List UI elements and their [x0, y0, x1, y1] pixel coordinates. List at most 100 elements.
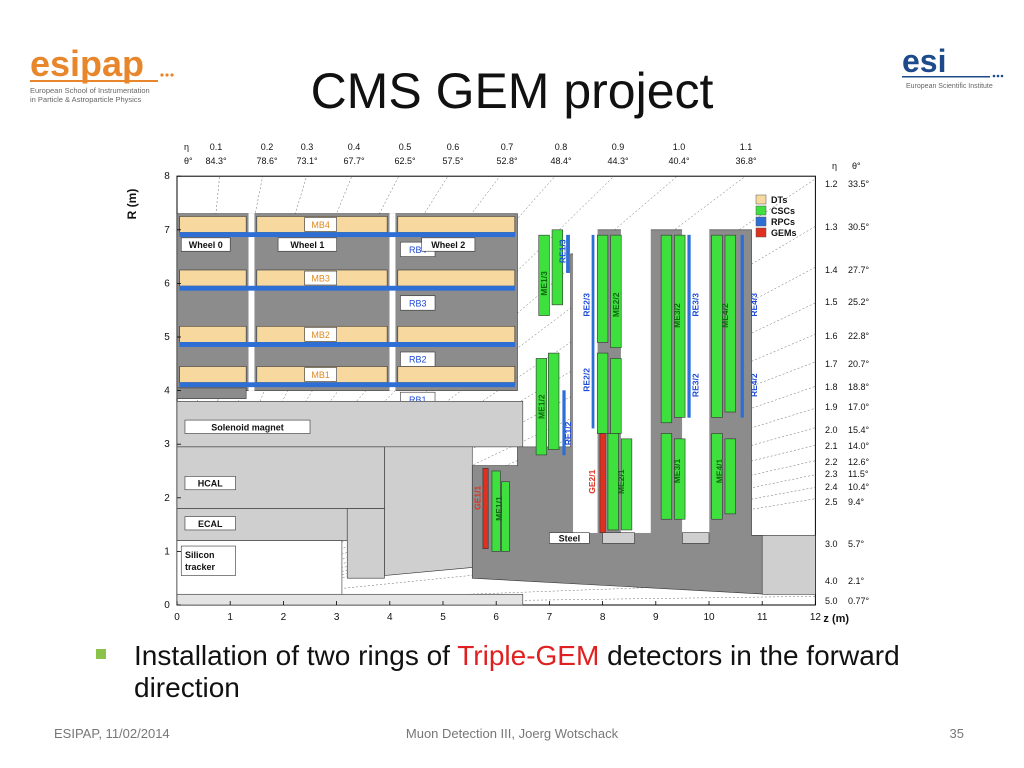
- right-theta-symbol: θ°: [852, 161, 861, 171]
- forward-block: [761, 535, 816, 595]
- me32-label: ME3/2: [672, 303, 682, 328]
- right-theta-value: 10.4°: [848, 482, 870, 492]
- r-tick-label: 3: [164, 439, 170, 450]
- esi-logo-dot: [992, 74, 996, 78]
- slide-title: CMS GEM project: [310, 63, 714, 119]
- top-theta-symbol: θ°: [184, 156, 193, 166]
- dt-chamber: [397, 366, 516, 383]
- esipap-logo-name: esipap: [30, 44, 144, 84]
- top-theta-value: 40.4°: [668, 156, 690, 166]
- right-eta-value: 1.7: [825, 359, 838, 369]
- mb-label: MB4: [311, 220, 330, 230]
- top-eta-value: 0.8: [555, 142, 568, 152]
- z-tick-label: 2: [281, 612, 287, 623]
- rb-label-box: [400, 295, 436, 311]
- csc-chamber: [538, 234, 550, 316]
- top-eta-value: 0.1: [210, 142, 223, 152]
- re22-label: RE2/2: [582, 368, 592, 392]
- wheel-label-box: [421, 237, 476, 252]
- z-tick-label: 4: [387, 612, 393, 623]
- re32-label: RE3/2: [691, 373, 701, 397]
- top-eta-value: 1.0: [673, 142, 686, 152]
- z-tick-label: 11: [757, 612, 768, 623]
- esipap-logo-dot: [160, 73, 164, 77]
- top-theta-value: 62.5°: [394, 156, 416, 166]
- r-tick-label: 1: [164, 546, 170, 557]
- solenoid-label-box: [184, 419, 311, 434]
- right-theta-value: 5.7°: [848, 539, 865, 549]
- wheel-label: Wheel 1: [290, 240, 324, 250]
- csc-chamber: [674, 438, 686, 520]
- wheel-label: Wheel 2: [431, 240, 465, 250]
- right-eta-value: 2.4: [825, 482, 838, 492]
- csc-chamber: [610, 234, 622, 349]
- csc-chamber: [660, 234, 673, 424]
- csc-chamber: [596, 234, 609, 343]
- top-theta-value: 36.8°: [735, 156, 757, 166]
- right-eta-symbol: η: [832, 161, 837, 171]
- wheel-gap: [389, 213, 396, 391]
- mb-label-box: [304, 327, 337, 342]
- me22-label: ME2/2: [611, 292, 621, 317]
- right-eta-value: 2.0: [825, 425, 838, 435]
- z-tick-label: 10: [703, 612, 715, 623]
- ecal-label: ECAL: [198, 519, 223, 529]
- esi-logo-dot: [1000, 74, 1004, 78]
- right-theta-value: 9.4°: [848, 497, 865, 507]
- top-eta-value: 0.3: [301, 142, 314, 152]
- wheel-gap: [248, 213, 255, 391]
- right-eta-value: 2.5: [825, 497, 838, 507]
- rb-label: RB4: [409, 245, 427, 255]
- z-tick-label: 5: [440, 612, 446, 623]
- steel-label: Steel: [559, 534, 581, 544]
- legend-label-rpcs: RPCs: [771, 217, 795, 227]
- csc-chamber: [491, 470, 501, 552]
- steel-plate: [602, 532, 635, 544]
- mb-label-box: [304, 270, 337, 286]
- esi-logo-dot: [996, 74, 1000, 78]
- esi-logo-name: esi: [902, 43, 946, 79]
- csc-chamber: [620, 438, 633, 531]
- esipap-logo: esipap European School of Instrumentatio…: [30, 44, 174, 104]
- esipap-logo-dot: [165, 73, 169, 77]
- top-theta-value: 44.3°: [607, 156, 629, 166]
- r-tick-label: 8: [164, 171, 170, 182]
- right-eta-value: 1.8: [825, 382, 838, 392]
- right-eta-value: 2.2: [825, 457, 838, 467]
- rb-label: RB3: [409, 298, 427, 308]
- esi-logo-line1: European Scientific Institute: [906, 83, 993, 90]
- bullet-highlight: Triple-GEM: [457, 640, 600, 671]
- mb-label-box: [304, 367, 337, 382]
- beam-pipe: [176, 593, 524, 606]
- r-tick-label: 5: [164, 332, 170, 343]
- ge21-label: GE2/1: [587, 469, 597, 493]
- right-eta-value: 3.0: [825, 539, 838, 549]
- right-eta-value: 5.0: [825, 596, 838, 606]
- top-eta-value: 0.5: [399, 142, 412, 152]
- re43-label: RE4/3: [749, 293, 759, 317]
- legend-swatch: [755, 194, 767, 205]
- rb-label: RB1: [409, 395, 427, 405]
- re23-label: RE2/3: [582, 293, 592, 317]
- solenoid-label: Solenoid magnet: [211, 422, 284, 432]
- mb-label: MB2: [311, 330, 330, 340]
- right-eta-value: 1.9: [825, 402, 838, 412]
- rpc-chamber: [562, 390, 566, 456]
- rpc-strip: [179, 382, 516, 388]
- bullet-text-start: Installation of two rings of: [134, 640, 458, 671]
- steel-label-box: [549, 532, 590, 544]
- r-tick-label: 0: [164, 600, 170, 611]
- top-theta-value: 48.4°: [550, 156, 572, 166]
- csc-chamber: [535, 358, 548, 456]
- mb-label: MB3: [311, 274, 330, 284]
- me11-label: ME1/1: [494, 496, 504, 521]
- csc-chamber: [660, 433, 673, 520]
- right-theta-value: 11.5°: [848, 469, 869, 479]
- legend-label-gems: GEMs: [771, 228, 797, 238]
- z-axis-label: z (m): [823, 613, 849, 625]
- csc-chamber: [607, 433, 619, 531]
- csc-chamber: [724, 438, 736, 515]
